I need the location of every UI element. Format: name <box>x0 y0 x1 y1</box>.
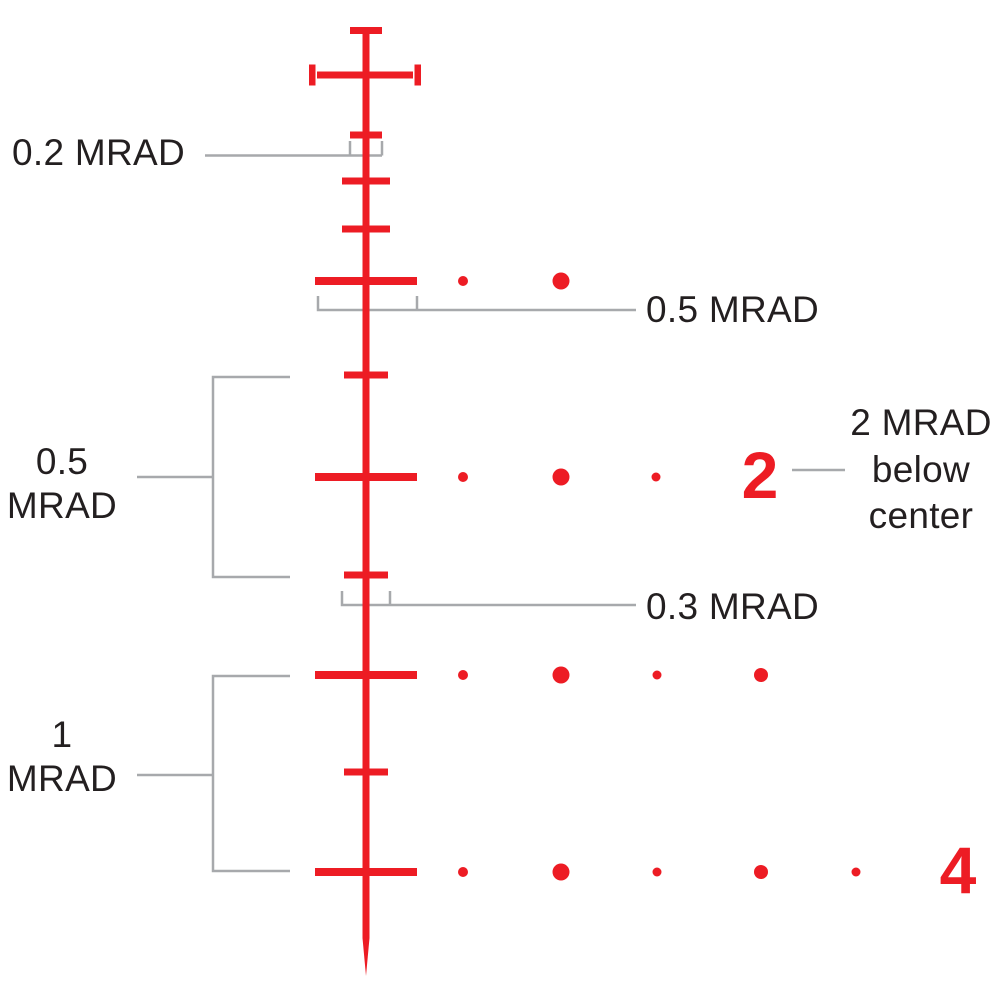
reticle-dot <box>458 276 468 286</box>
reticle-dot <box>458 670 468 680</box>
reticle-bottom-taper <box>362 938 370 976</box>
reticle-tick <box>344 371 388 379</box>
label-line: center <box>868 495 974 537</box>
bracket-0-5-mrad-left <box>137 375 290 579</box>
reticle-dot <box>651 472 661 482</box>
measure-0-2-mrad-lines <box>205 141 384 157</box>
measure-0-3-mrad-lines <box>340 591 636 607</box>
reticle-dot <box>754 865 768 879</box>
reticle-tick <box>342 225 390 233</box>
label-2-mrad-below-center: 2 MRAD below center <box>850 400 992 540</box>
crosshair-bar <box>317 71 413 79</box>
crosshair-right-serif <box>414 64 421 86</box>
holdover-number-2: 2 <box>741 438 779 512</box>
reticle-tick <box>350 131 382 139</box>
reticle-dot <box>458 867 468 877</box>
label-line: MRAD <box>6 757 118 799</box>
label-line: 0.5 <box>35 441 89 482</box>
label-0-5-mrad-left: 0.5 MRAD <box>3 440 121 527</box>
label-0-3-mrad: 0.3 MRAD <box>646 586 820 627</box>
reticle-tick <box>344 571 388 579</box>
label-0-2-mrad: 0.2 MRAD <box>12 132 186 173</box>
reticle-graphic <box>309 27 861 976</box>
reticle-dot <box>851 867 861 877</box>
label-1-mrad-left: 1 MRAD <box>3 713 121 800</box>
crosshair-left-serif <box>309 64 316 86</box>
reticle-hash <box>315 671 417 679</box>
reticle-hash <box>315 868 417 876</box>
reticle-dot <box>652 867 662 877</box>
label-line: 2 MRAD <box>850 402 992 443</box>
reticle-dot <box>552 468 570 486</box>
reticle-dot <box>552 272 570 290</box>
reticle-dot <box>552 863 570 881</box>
reticle-dot <box>754 668 768 682</box>
label-line: below <box>871 448 971 490</box>
label-line: 1 <box>51 714 73 755</box>
bracket-1-mrad-left <box>137 674 290 873</box>
reticle-tick <box>342 177 390 185</box>
reticle-vertical-line <box>362 27 370 938</box>
label-line: MRAD <box>6 484 118 526</box>
label-0-5-mrad-hash: 0.5 MRAD <box>646 289 820 330</box>
annotation-lines <box>137 141 845 873</box>
reticle-dot <box>458 472 468 482</box>
reticle-hash <box>315 277 417 285</box>
reticle-tick <box>344 768 388 776</box>
reticle-dot <box>552 666 570 684</box>
reticle-dot <box>652 670 662 680</box>
reticle-hash <box>315 473 417 481</box>
holdover-number-4: 4 <box>939 833 977 907</box>
measure-0-5-hash-lines <box>316 296 636 312</box>
